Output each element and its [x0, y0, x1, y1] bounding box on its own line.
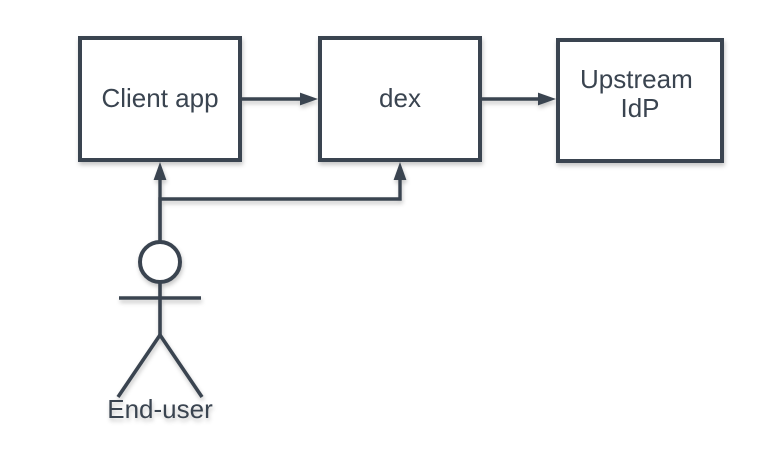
arrowhead-up-icon	[153, 162, 167, 180]
end-user-label: End-user	[107, 394, 213, 424]
node-upstream-idp-label: Upstream IdP	[580, 64, 700, 123]
arrowhead-up-icon	[393, 162, 407, 180]
actor-right-leg	[158, 333, 204, 399]
edge-end-user-to-dex	[158, 162, 407, 243]
actor-head	[138, 240, 182, 284]
actor-left-leg	[116, 333, 162, 399]
node-client-app-box	[78, 36, 242, 162]
node-upstream-idp-label-line2: IdP	[620, 93, 659, 123]
arrowhead-right-icon	[300, 92, 318, 106]
node-client-app-label: Client app	[101, 83, 218, 113]
edge-end-user-to-dex-line	[158, 179, 402, 243]
arrowhead-right-icon	[538, 92, 556, 106]
edge-client-app-to-dex	[242, 92, 318, 106]
node-dex-label: dex	[379, 83, 421, 113]
node-upstream-idp-box	[556, 38, 724, 163]
node-dex-box	[318, 36, 482, 162]
node-upstream-idp-label-line1: Upstream	[580, 64, 693, 94]
end-user-actor-icon	[116, 240, 204, 399]
edge-dex-to-upstream-idp	[482, 92, 556, 106]
